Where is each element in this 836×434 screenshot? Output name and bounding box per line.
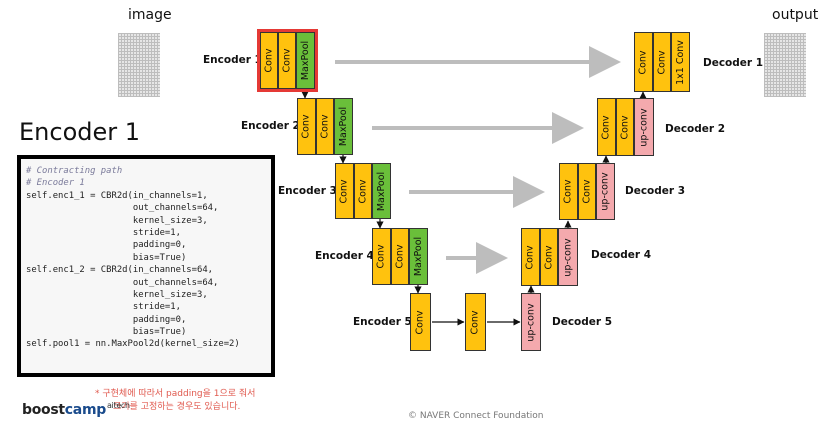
decoder-4-label: Decoder 4 (591, 249, 652, 261)
logo-camp: camp (64, 402, 106, 418)
padding-note-line-2: 크기를 고정하는 경우도 있습니다. (113, 402, 241, 412)
decoder-3-upconv: up-conv (596, 163, 615, 220)
encoder-1-label: Encoder 1 (203, 54, 262, 66)
decoder-2-conv-1: Conv (597, 98, 616, 156)
encoder-2-conv-1: Conv (297, 98, 316, 155)
input-image (118, 33, 160, 97)
padding-note-line-1: * 구현체에 따라서 padding을 1으로 줘서 (95, 389, 256, 399)
encoder-5-upconv: up-conv (521, 293, 541, 351)
decoder-1-label: Decoder 1 (703, 57, 764, 69)
code-line: out_channels=64, (26, 203, 219, 214)
encoder-5-label: Encoder 5 (353, 316, 412, 328)
output-image (764, 33, 806, 97)
code-panel: # Contracting path # Encoder 1 self.enc1… (17, 155, 275, 377)
encoder-1-conv-1: Conv (260, 32, 278, 89)
encoder-3-label: Encoder 3 (278, 185, 337, 197)
encoder-2-maxpool: MaxPool (334, 98, 353, 155)
decoder-5-label: Decoder 5 (552, 316, 613, 328)
code-line: stride=1, (26, 227, 181, 238)
encoder-2-conv-2: Conv (316, 98, 334, 155)
code-line: out_channels=64, (26, 277, 219, 288)
code-line: kernel_size=3, (26, 289, 208, 300)
decoder-3-conv-2: Conv (578, 163, 596, 220)
code-line: kernel_size=3, (26, 215, 208, 226)
code-line: padding=0, (26, 240, 187, 251)
encoder-3-maxpool: MaxPool (372, 163, 391, 219)
decoder-1-conv-2: Conv (653, 32, 671, 92)
code-line: # Contracting path (26, 166, 123, 176)
encoder-4-conv-1: Conv (372, 228, 391, 285)
decoder-4-upconv: up-conv (558, 228, 578, 286)
boostcamp-logo: boostcampaitech (22, 401, 130, 418)
code-line: # Encoder 1 (26, 178, 85, 189)
decoder-3-label: Decoder 3 (625, 185, 686, 197)
encoder-1-highlight (257, 29, 318, 92)
logo-aitech: aitech (106, 401, 130, 410)
decoder-3-conv-1: Conv (559, 163, 578, 220)
code-line: self.pool1 = nn.MaxPool2d(kernel_size=2) (26, 339, 240, 350)
decoder-1-conv-1x1: 1x1 Conv (671, 32, 690, 92)
copyright: © NAVER Connect Foundation (408, 411, 544, 421)
encoder-1-conv-2: Conv (278, 32, 296, 89)
decoder-2-label: Decoder 2 (665, 123, 726, 135)
code-line: self.enc1_1 = CBR2d(in_channels=1, (26, 190, 208, 201)
encoder-5-conv-1: Conv (410, 293, 431, 351)
decoder-2-conv-2: Conv (616, 98, 634, 156)
encoder-3-conv-1: Conv (335, 163, 354, 219)
code-line: bias=True) (26, 327, 187, 338)
decoder-1-conv-1: Conv (634, 32, 653, 92)
section-title: Encoder 1 (19, 118, 141, 146)
decoder-2-upconv: up-conv (634, 98, 654, 156)
encoder-5-conv-2: Conv (465, 293, 486, 351)
code-line: stride=1, (26, 302, 181, 313)
decoder-4-conv-2: Conv (540, 228, 558, 286)
encoder-4-conv-2: Conv (391, 228, 409, 285)
encoder-4-label: Encoder 4 (315, 250, 374, 262)
image-label: image (128, 7, 172, 23)
decoder-4-conv-1: Conv (521, 228, 540, 286)
encoder-2-label: Encoder 2 (241, 120, 300, 132)
code-line: padding=0, (26, 314, 187, 325)
code-line: self.enc1_2 = CBR2d(in_channels=64, (26, 265, 214, 276)
encoder-3-conv-2: Conv (354, 163, 372, 219)
code-line: bias=True) (26, 252, 187, 263)
encoder-4-maxpool: MaxPool (409, 228, 428, 285)
logo-boost: boost (22, 402, 65, 418)
encoder-1-maxpool: MaxPool (296, 32, 315, 89)
output-label: output (772, 7, 819, 23)
